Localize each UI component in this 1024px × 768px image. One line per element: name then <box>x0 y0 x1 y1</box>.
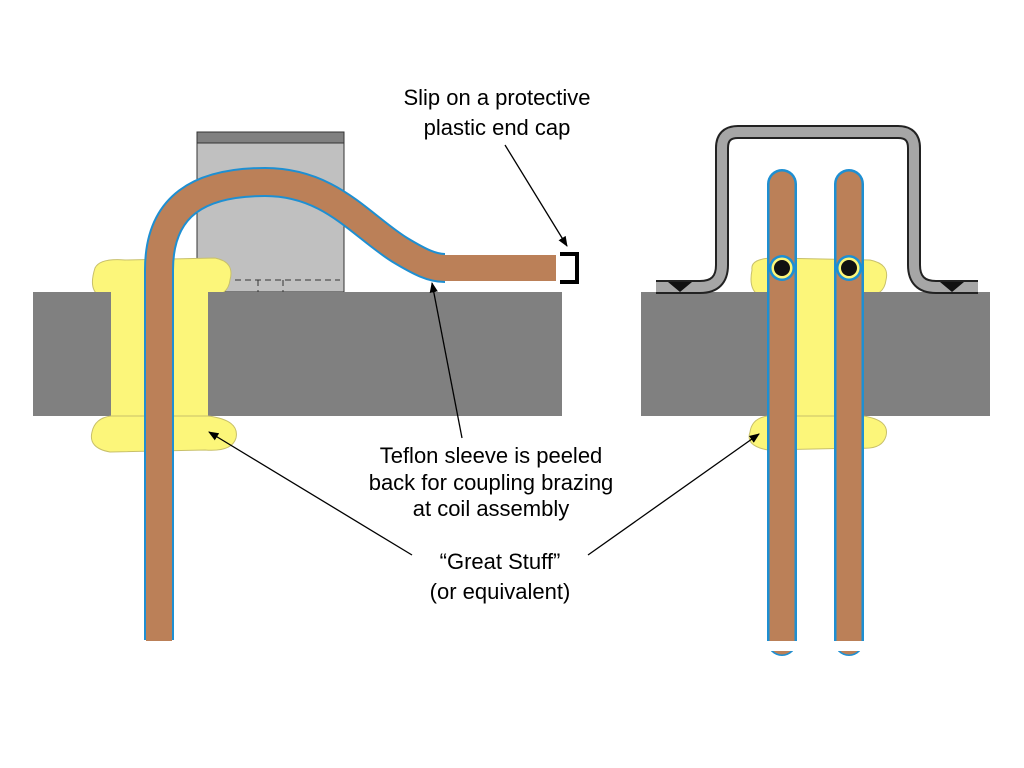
end-cap <box>560 252 579 284</box>
slab-left-b <box>208 292 562 416</box>
slab-left-a <box>33 292 111 416</box>
arrow-end-cap <box>504 144 568 247</box>
label-line: at coil assembly <box>413 496 570 521</box>
label-line: “Great Stuff” <box>440 549 561 574</box>
arrow-foam-right <box>587 433 760 556</box>
label-great-stuff: “Great Stuff” (or equivalent) <box>430 549 571 604</box>
label-line: plastic end cap <box>424 115 571 140</box>
tube-section-2 <box>836 255 862 281</box>
label-line: Slip on a protective <box>403 85 590 110</box>
seal-left <box>668 282 692 292</box>
label-teflon: Teflon sleeve is peeled back for couplin… <box>369 443 614 521</box>
leader-arrows <box>208 144 760 556</box>
copper-pipe <box>146 168 556 641</box>
arrow-foam-left <box>208 431 413 556</box>
label-line: (or equivalent) <box>430 579 571 604</box>
tube-section-1 <box>769 255 795 281</box>
label-line: Teflon sleeve is peeled <box>380 443 603 468</box>
label-end-cap: Slip on a protective plastic end cap <box>403 85 590 140</box>
right-view <box>641 125 990 656</box>
seal-right <box>940 282 964 292</box>
pipe-cut <box>760 641 870 651</box>
arrow-teflon <box>429 281 463 439</box>
bracket-fill <box>656 127 978 292</box>
label-line: back for coupling brazing <box>369 470 614 495</box>
left-view <box>33 131 579 641</box>
equipment-box-top <box>196 131 345 144</box>
